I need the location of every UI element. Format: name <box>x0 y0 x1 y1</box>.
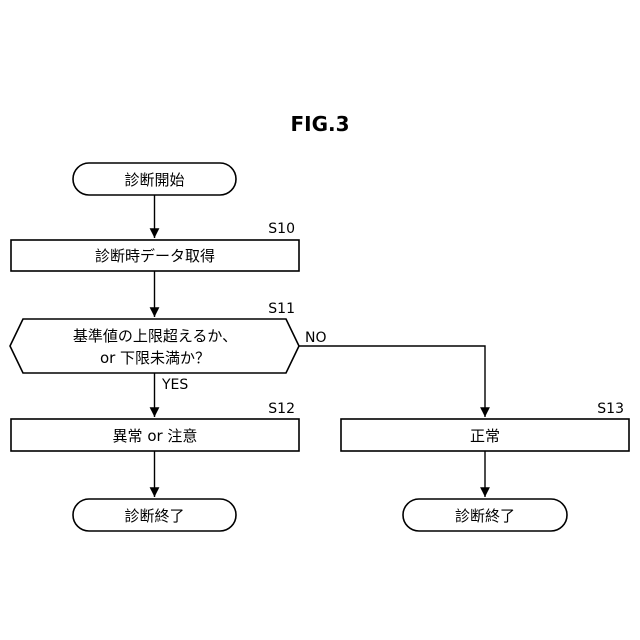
step-label-s10: S10 <box>268 221 295 237</box>
process-s10: 診断時データ取得 <box>11 240 299 271</box>
figure-title: FIG.3 <box>290 112 349 136</box>
start-label: 診断開始 <box>124 171 184 189</box>
arrow-s11-no-to-s13 <box>299 346 485 417</box>
decision-s11-line1: 基準値の上限超えるか、 <box>73 327 237 345</box>
process-s13: 正常 <box>341 419 629 451</box>
process-s13-label: 正常 <box>470 427 500 445</box>
process-s12-label: 異常 or 注意 <box>113 427 198 445</box>
no-label: NO <box>305 330 327 346</box>
step-label-s11: S11 <box>268 301 295 317</box>
process-s12: 異常 or 注意 <box>11 419 299 451</box>
decision-s11: 基準値の上限超えるか、 or 下限未満か？ <box>10 319 299 373</box>
yes-label: YES <box>161 377 188 393</box>
step-label-s13: S13 <box>597 401 624 417</box>
end-right-label: 診断終了 <box>455 507 515 525</box>
step-label-s12: S12 <box>268 401 295 417</box>
process-s10-label: 診断時データ取得 <box>95 247 215 265</box>
end-terminator-left: 診断終了 <box>73 499 236 531</box>
start-terminator: 診断開始 <box>73 163 236 195</box>
decision-s11-line2: or 下限未満か？ <box>100 349 210 367</box>
end-left-label: 診断終了 <box>124 507 184 525</box>
end-terminator-right: 診断終了 <box>403 499 567 531</box>
